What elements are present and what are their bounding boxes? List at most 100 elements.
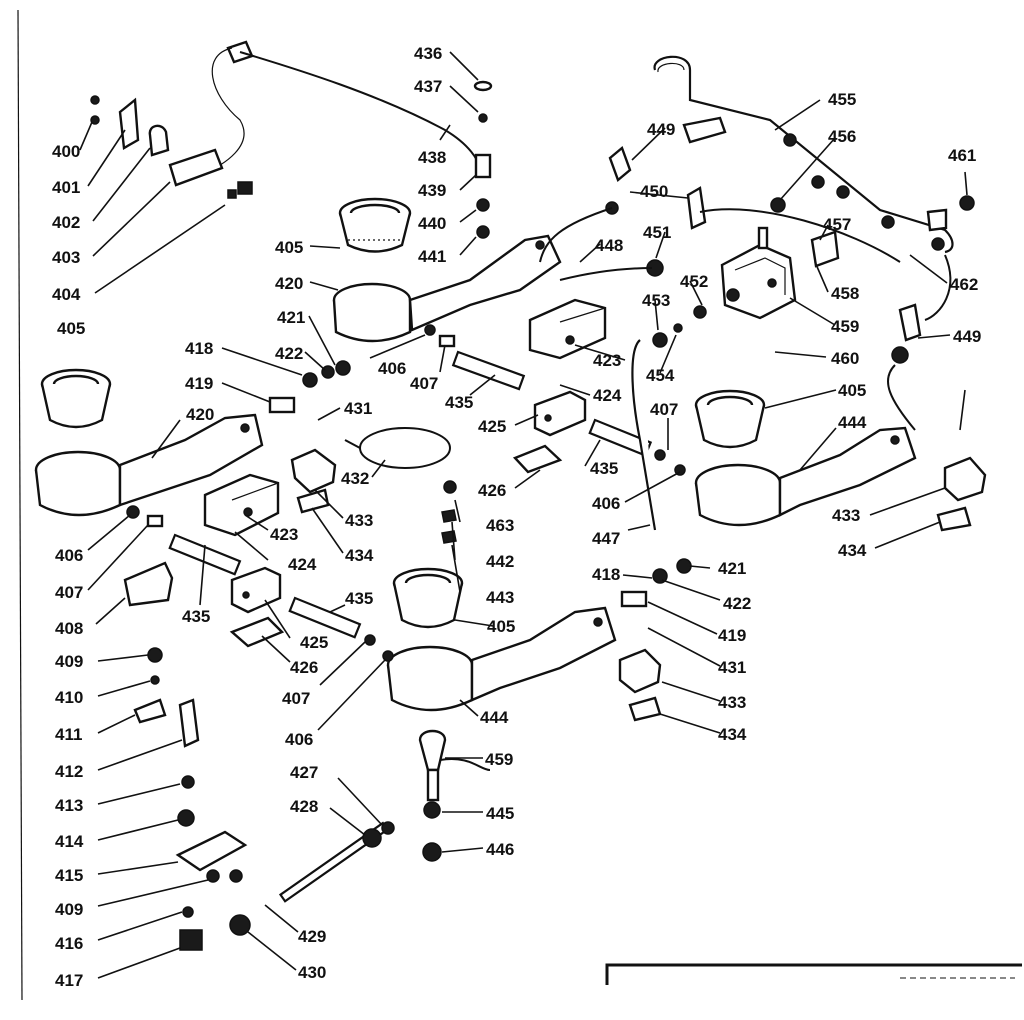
pilot-fitting-stack — [473, 80, 493, 239]
burner-cap — [338, 197, 412, 253]
pilot-nut — [652, 332, 668, 348]
callout-412: 412 — [55, 762, 83, 781]
callout-433: 433 — [832, 506, 860, 525]
callout-421: 421 — [718, 559, 746, 578]
callout-424: 424 — [288, 555, 317, 574]
callout-406: 406 — [55, 546, 83, 565]
callout-409: 409 — [55, 900, 83, 919]
callout-434: 434 — [345, 546, 374, 565]
callout-461: 461 — [948, 146, 976, 165]
callout-436: 436 — [414, 44, 442, 63]
valve-nut — [770, 197, 786, 213]
callout-428: 428 — [290, 797, 318, 816]
callout-417: 417 — [55, 971, 83, 990]
callout-444: 444 — [480, 708, 509, 727]
manifold-end-bracket — [926, 208, 948, 232]
manifold-pipe — [653, 55, 954, 254]
valve-stem — [418, 729, 491, 862]
valve-bracket — [810, 230, 840, 268]
burner-head — [332, 234, 562, 343]
ignition-module — [203, 473, 280, 537]
callout-405: 405 — [57, 319, 85, 338]
callout-433: 433 — [718, 693, 746, 712]
callout-406: 406 — [592, 494, 620, 513]
callout-457: 457 — [823, 215, 851, 234]
callout-432: 432 — [341, 469, 369, 488]
manifold-fitting — [836, 185, 850, 199]
callout-411: 411 — [55, 725, 82, 744]
pilot-tubing — [699, 208, 901, 263]
manifold-fitting — [931, 237, 945, 251]
callout-421: 421 — [277, 308, 305, 327]
pilot-burner — [686, 186, 707, 230]
burner-cap — [392, 567, 464, 629]
ignition-module — [528, 298, 607, 360]
callout-449: 449 — [647, 120, 675, 139]
callout-454: 454 — [646, 366, 675, 385]
pilot-burner — [898, 303, 922, 342]
callout-431: 431 — [718, 658, 746, 677]
pilot-tubing — [559, 267, 653, 281]
control-stack — [133, 647, 395, 951]
callout-441: 441 — [418, 247, 446, 266]
callout-440: 440 — [418, 214, 446, 233]
callout-407: 407 — [650, 400, 678, 419]
callout-443: 443 — [486, 588, 514, 607]
callout-450: 450 — [640, 182, 668, 201]
callout-418: 418 — [185, 339, 213, 358]
igniter-bracket — [618, 648, 662, 722]
callout-422: 422 — [723, 594, 751, 613]
callout-449: 449 — [953, 327, 981, 346]
callout-435: 435 — [590, 459, 618, 478]
callout-445: 445 — [486, 804, 514, 823]
spark-wire-lead — [344, 439, 361, 449]
callout-431: 431 — [344, 399, 372, 418]
callout-452: 452 — [680, 272, 708, 291]
gas-valve — [720, 226, 797, 320]
manifold-fitting — [881, 215, 895, 229]
callout-446: 446 — [486, 840, 514, 859]
callout-435: 435 — [345, 589, 373, 608]
callout-425: 425 — [300, 633, 328, 652]
pilot-tubing — [924, 254, 952, 321]
callout-455: 455 — [828, 90, 856, 109]
clip — [441, 509, 457, 523]
callout-435: 435 — [182, 607, 210, 626]
callout-402: 402 — [52, 213, 80, 232]
callout-439: 439 — [418, 181, 446, 200]
manifold-fitting — [811, 175, 825, 189]
callout-459: 459 — [485, 750, 513, 769]
callout-420: 420 — [186, 405, 214, 424]
callout-405: 405 — [487, 617, 515, 636]
pilot-nut — [891, 346, 909, 364]
callout-409: 409 — [55, 652, 83, 671]
pilot-tubing — [539, 207, 613, 263]
callout-414: 414 — [55, 832, 84, 851]
manifold-bracket — [682, 116, 727, 144]
callout-419: 419 — [718, 626, 746, 645]
insulator-plate — [512, 444, 563, 474]
pilot-nut — [673, 323, 683, 333]
callout-429: 429 — [298, 927, 326, 946]
callout-463: 463 — [486, 516, 514, 535]
callout-426: 426 — [290, 658, 318, 677]
callout-448: 448 — [595, 236, 623, 255]
callout-444: 444 — [838, 413, 867, 432]
igniter-bracket — [936, 456, 987, 532]
callout-410: 410 — [55, 688, 83, 707]
spark-switch — [230, 566, 282, 614]
callout-labels: 400 401 402 403 404 405 420 405 421 418 … — [52, 44, 981, 990]
callout-456: 456 — [828, 127, 856, 146]
valve-nut — [959, 195, 975, 211]
bottom-right-frame — [605, 963, 1022, 985]
callout-408: 408 — [55, 619, 83, 638]
igniter-bracket — [290, 448, 337, 514]
callout-405: 405 — [838, 381, 866, 400]
pilot-burner — [608, 145, 632, 183]
callout-451: 451 — [643, 223, 671, 242]
burner-cap — [694, 389, 766, 449]
callout-437: 437 — [414, 77, 442, 96]
callout-447: 447 — [592, 529, 620, 548]
pilot-assembly — [90, 95, 253, 199]
